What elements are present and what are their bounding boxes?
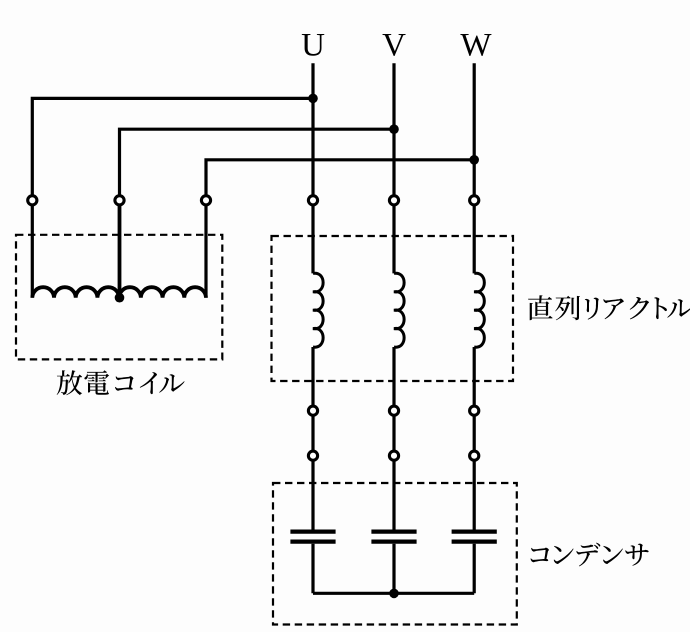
svg-text:U: U bbox=[301, 27, 325, 63]
svg-text:W: W bbox=[460, 27, 492, 63]
svg-text:V: V bbox=[382, 27, 406, 63]
